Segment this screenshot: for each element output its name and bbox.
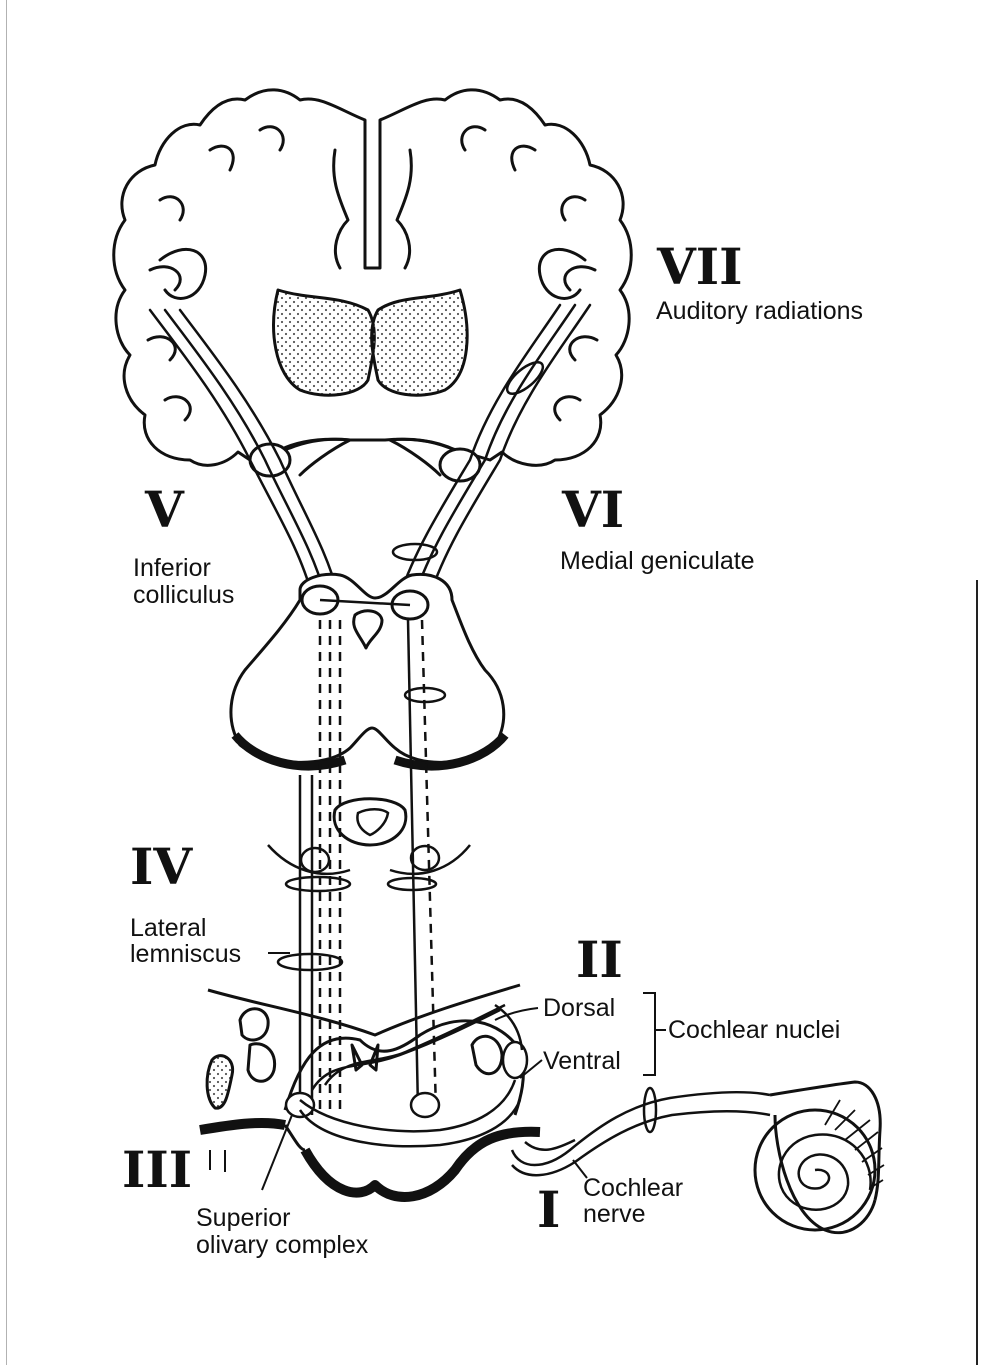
ventral-label: Ventral	[543, 1048, 621, 1075]
right-thalamic-mass	[372, 290, 467, 395]
cochlear-nuclei-label: Cochlear nuclei	[668, 1017, 840, 1044]
left-lemniscus-nucleus	[301, 848, 329, 872]
left-thalamic-mass	[274, 290, 375, 395]
inferior-colliculus-label-line2: colliculus	[133, 582, 234, 609]
medulla-base	[200, 1123, 540, 1197]
left-lateral-nucleus	[207, 1056, 233, 1109]
lateral-lemniscus-label-line2: lemniscus	[130, 941, 241, 968]
medulla-lower-outline	[285, 1125, 305, 1150]
superior-olivary-label-line2: olivary complex	[196, 1232, 368, 1259]
right-olive	[472, 1036, 502, 1073]
stage-vi-numeral: VI	[562, 485, 624, 535]
left-insula-fold	[160, 249, 206, 298]
cochlear-nerve	[512, 1092, 770, 1175]
auditory-radiations-label: Auditory radiations	[656, 298, 863, 325]
stage-iii-numeral: III	[122, 1145, 192, 1195]
stage-iv-numeral: IV	[130, 842, 192, 892]
cochlea-spiral	[779, 1134, 871, 1209]
dorsal-label: Dorsal	[543, 995, 615, 1022]
stage-vii-numeral: VII	[657, 242, 743, 292]
cochlear-nerve-label-line1: Cochlear	[583, 1175, 683, 1202]
stage-ii-numeral: II	[576, 935, 623, 985]
right-gyri	[462, 127, 597, 420]
stage-i-numeral: I	[537, 1185, 560, 1235]
cochlear-nuclei-bracket	[643, 993, 666, 1075]
inferior-colliculus-label-line1: Inferior	[133, 555, 211, 582]
lateral-lemniscus-ring	[278, 954, 342, 970]
medial-geniculate-label: Medial geniculate	[560, 548, 755, 575]
fourth-ventricle	[334, 799, 406, 845]
left-olive	[240, 1009, 268, 1040]
left-olive-inner	[248, 1044, 275, 1082]
superior-olive-left	[286, 1093, 314, 1117]
cochlear-nucleus-body	[503, 1042, 527, 1078]
olivary-nucleus-stubs	[210, 1150, 225, 1172]
superior-olivary-label-line1: Superior	[196, 1205, 291, 1232]
left-gyri	[148, 127, 283, 420]
lateral-lemniscus-label-line1: Lateral	[130, 915, 206, 942]
stage-v-numeral: V	[145, 485, 184, 535]
cochlear-nerve-label-line2: nerve	[583, 1201, 646, 1228]
right-lemniscus-nucleus	[411, 846, 439, 870]
cochlear-nerve-ring	[644, 1088, 656, 1132]
longitudinal-fissure	[334, 150, 412, 268]
cochlea-basal-turn	[775, 1115, 875, 1233]
right-insula-fold	[539, 249, 585, 298]
superior-olive-right	[411, 1093, 439, 1117]
